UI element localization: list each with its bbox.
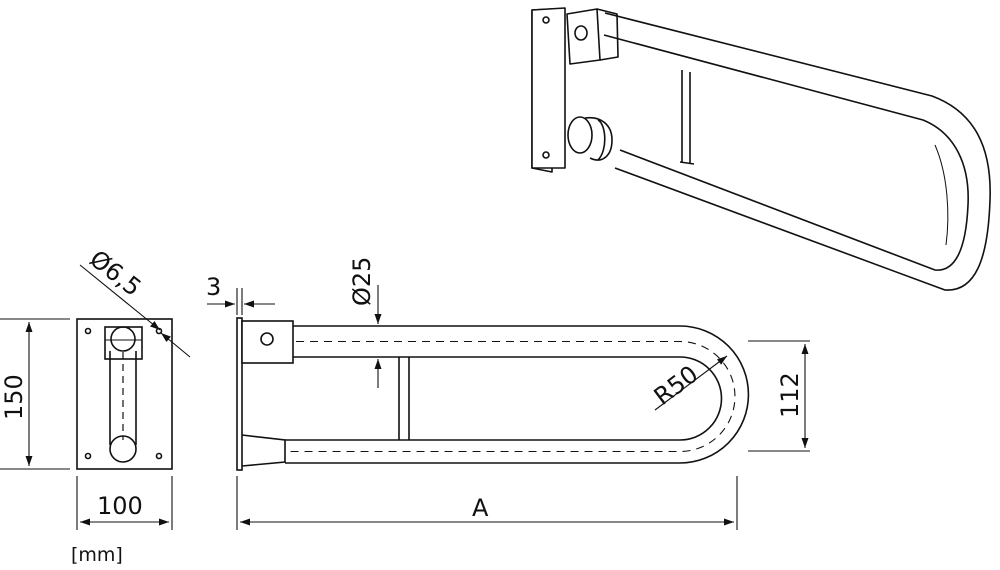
plate-height-label: 150	[0, 374, 28, 420]
rail-side-view	[236, 317, 750, 471]
tube-diameter-label: Ø25	[348, 257, 376, 306]
plate-front-view	[76, 318, 173, 470]
dimension-lines	[0, 264, 810, 530]
units-label: [mm]	[71, 544, 123, 566]
plate-width-label: 100	[97, 492, 143, 520]
rail-length-label: A	[472, 494, 489, 522]
bend-radius-label: R50	[649, 360, 704, 411]
isometric-view	[531, 7, 991, 291]
plate-thickness-label: 3	[206, 273, 221, 301]
rail-height-label: 112	[776, 372, 804, 418]
